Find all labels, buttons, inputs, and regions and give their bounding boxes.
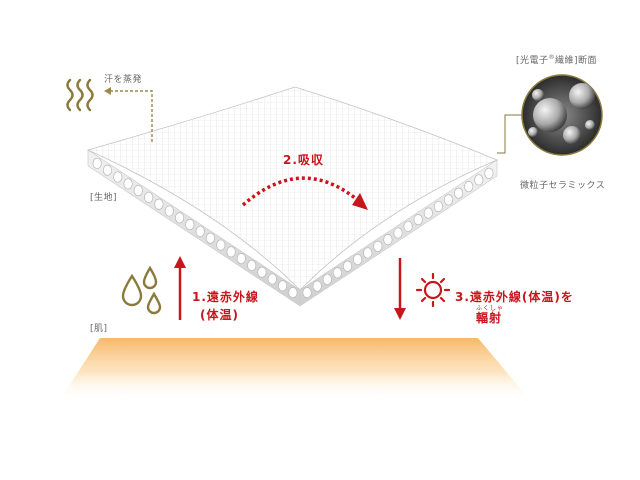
fiber-hole xyxy=(92,157,102,169)
downward-arrowhead xyxy=(394,308,406,320)
step2-absorption-label: 2.吸収 xyxy=(283,153,324,167)
fiber-hole xyxy=(312,280,322,292)
fiber-hole xyxy=(278,280,288,292)
fiber-hole xyxy=(257,266,267,278)
fiber-hole xyxy=(322,273,332,285)
fiber-hole xyxy=(154,198,164,210)
fiber-hole xyxy=(403,220,413,232)
cross-section-leader xyxy=(497,114,523,154)
fiber-hole xyxy=(454,187,464,199)
cross-section-title-end: 繊維]断面 xyxy=(555,56,598,66)
step1-line1: 1.遠赤外線 xyxy=(192,290,259,304)
sweat-evaporation-label: 汗を蒸発 xyxy=(104,75,143,85)
fiber-hole xyxy=(464,181,474,193)
step3-ruby: ふくしゃ xyxy=(476,305,505,312)
sun-icon xyxy=(415,272,451,308)
fiber-hole xyxy=(413,214,423,226)
steam-icon xyxy=(66,78,94,112)
fiber-hole xyxy=(185,219,195,231)
step1-line2: (体温) xyxy=(200,308,239,322)
fiber-hole xyxy=(302,287,312,299)
step3-line1: 3.遠赤外線(体温)を xyxy=(455,290,574,304)
fiber-hole xyxy=(236,253,246,265)
fiber-hole xyxy=(164,205,174,217)
fiber-hole xyxy=(332,267,342,279)
fiber-hole xyxy=(393,227,403,239)
fiber-hole xyxy=(267,273,277,285)
skin-label: [肌] xyxy=(90,324,108,334)
fiber-hole xyxy=(433,200,443,213)
fabric-fiber-holes xyxy=(92,157,494,299)
fiber-hole xyxy=(383,234,393,246)
fabric-label: [生地] xyxy=(90,193,118,203)
fiber-hole xyxy=(247,259,257,271)
fiber-hole xyxy=(195,225,205,237)
fiber-hole xyxy=(133,185,143,197)
fiber-hole xyxy=(373,240,383,252)
fiber-hole xyxy=(102,164,113,176)
fiber-hole xyxy=(288,287,298,299)
registered-mark: ® xyxy=(548,54,556,61)
fiber-hole xyxy=(113,171,123,183)
fiber-hole xyxy=(363,247,373,259)
fabric-top-surface xyxy=(86,86,499,291)
cross-section-photo xyxy=(521,74,603,156)
evaporation-arrowhead xyxy=(104,87,111,95)
cross-section-title-start: [光電子 xyxy=(516,56,549,66)
fiber-hole xyxy=(474,174,484,186)
upward-arrowhead xyxy=(174,256,186,268)
fiber-hole xyxy=(144,191,154,203)
cross-section-title: [光電子®繊維]断面 xyxy=(516,53,597,66)
evaporation-dashed-path xyxy=(110,90,153,142)
fiber-hole xyxy=(423,207,433,219)
fiber-hole xyxy=(205,232,215,244)
fiber-hole xyxy=(443,194,454,206)
skin-glow xyxy=(60,338,530,400)
fiber-hole xyxy=(175,212,185,224)
fiber-hole xyxy=(226,246,236,258)
absorption-arrowhead xyxy=(352,193,368,210)
step3-line2: 輻射 xyxy=(476,311,503,325)
fiber-hole xyxy=(216,239,226,251)
fiber-hole xyxy=(123,178,133,190)
fiber-hole xyxy=(353,253,363,266)
water-drops-icon xyxy=(121,265,162,315)
absorption-arc-arrow xyxy=(241,176,357,207)
fiber-hole xyxy=(342,260,353,272)
fiber-hole xyxy=(484,167,494,179)
micro-ceramics-label: 微粒子セラミックス xyxy=(520,181,606,191)
